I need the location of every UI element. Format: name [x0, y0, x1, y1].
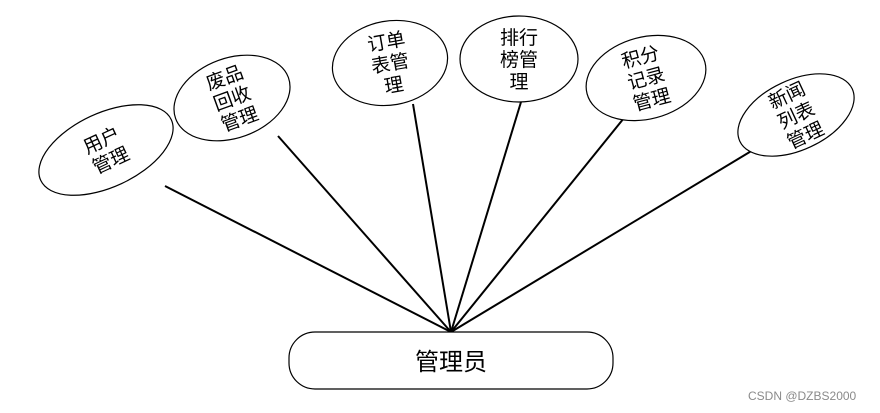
watermark-text: CSDN @DZBS2000: [748, 389, 857, 403]
connector-line-user: [164, 185, 452, 333]
connector-line-rank: [450, 101, 522, 333]
node-label-order-line-3: 理: [383, 73, 406, 98]
root-node: 管理员: [288, 331, 614, 390]
node-ellipse-news: [737, 73, 855, 157]
node-ellipse-waste: [173, 54, 291, 142]
node-ellipse-user: [38, 104, 174, 196]
node-ellipse-rank: [459, 15, 579, 103]
connector-line-order: [412, 103, 452, 333]
connector-line-waste: [277, 135, 452, 333]
connector-lines: [164, 101, 759, 333]
node-ellipse-order: [331, 19, 449, 107]
connector-line-points: [450, 117, 625, 333]
root-label: 管理员: [415, 348, 487, 376]
node-ellipse-points: [585, 34, 707, 122]
child-nodes: 用户管理废品回收管理订单表管理排行榜管理积分记录管理新闻列表管理: [38, 15, 855, 196]
node-label-rank-line-3: 理: [509, 71, 528, 93]
node-label-rank-line-2: 榜管: [500, 49, 538, 71]
connector-line-news: [450, 146, 759, 333]
root-box: [288, 331, 614, 390]
node-label-rank-line-1: 排行: [500, 27, 538, 49]
